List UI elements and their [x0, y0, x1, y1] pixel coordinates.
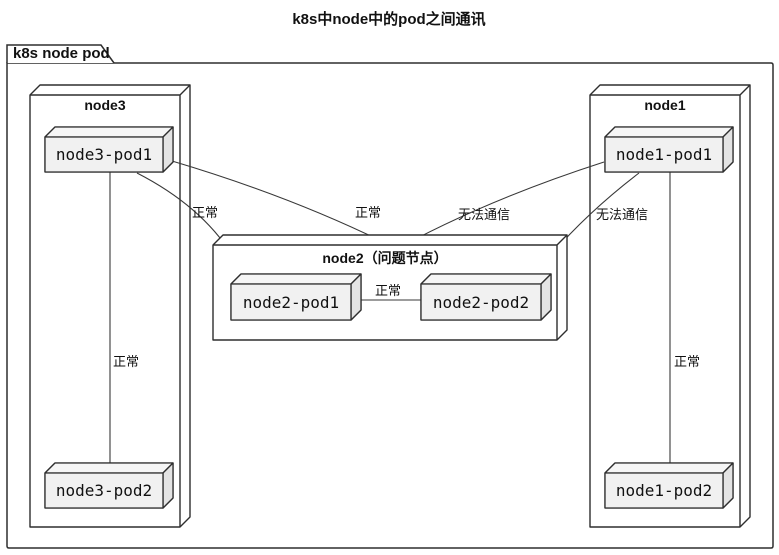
node1-pod2: node1-pod2 — [615, 481, 713, 500]
frame-label: k8s node pod — [13, 45, 110, 62]
edge-label-node3pod1-node2pod1: 正常 — [192, 205, 219, 220]
node3-pod1-box — [44, 126, 174, 173]
node3-pod2: node3-pod2 — [55, 481, 153, 500]
node2-pod1: node2-pod1 — [242, 292, 340, 312]
frame-tab — [6, 44, 115, 64]
diagram-title: k8s中node中的pod之间通讯 — [292, 11, 486, 28]
node3-pod1: node3-pod1 — [55, 145, 153, 164]
node1-pod2-box — [604, 462, 734, 509]
node2-pod2-box — [420, 273, 552, 321]
edge-label-node3pod1-node2pod2: 正常 — [355, 205, 382, 220]
edge-label-node1-internal: 正常 — [674, 354, 701, 369]
node1-title: node1 — [644, 97, 686, 113]
node2-pod1-box — [230, 273, 362, 321]
node1-pod1-box — [604, 126, 734, 173]
edge-label-node2-internal: 正常 — [374, 283, 402, 298]
edge-label-node1pod1-node2pod2: 无法通信 — [596, 207, 649, 222]
node1-pod1: node1-pod1 — [615, 145, 713, 164]
edge-label-node1pod1-node2pod1: 无法通信 — [458, 207, 511, 222]
node3-title: node3 — [84, 97, 126, 113]
node3-pod2-box — [44, 462, 174, 509]
edge-label-node3-internal: 正常 — [113, 354, 140, 369]
node2-pod2: node2-pod2 — [432, 292, 530, 312]
node2-title: node2（问题节点） — [322, 250, 448, 266]
